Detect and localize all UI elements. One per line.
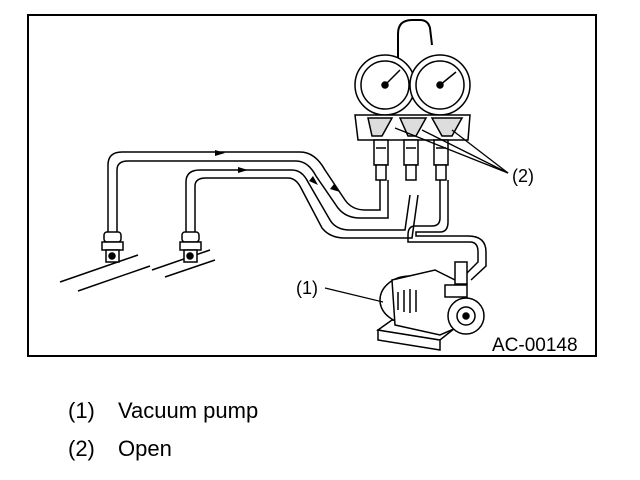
flow-arrows — [215, 150, 340, 192]
legend-item: (2) Open — [68, 436, 172, 462]
floor-lines — [59, 249, 216, 292]
figure-id: AC-00148 — [492, 335, 578, 356]
diagram-figure: (2) (1) AC-00148 — [27, 14, 597, 357]
callout-1-leader — [324, 287, 384, 303]
legend-item: (1) Vacuum pump — [68, 398, 258, 424]
manifold-gauge-set — [354, 19, 471, 181]
callout-2: (2) — [512, 166, 534, 186]
connector-left — [101, 231, 124, 263]
hose-left — [107, 151, 389, 238]
legend-number: (2) — [68, 436, 95, 461]
vacuum-pump — [376, 261, 485, 351]
legend-text: Vacuum pump — [118, 398, 259, 423]
figure-frame — [27, 14, 597, 357]
hose-middle — [185, 169, 419, 239]
legend-text: Open — [118, 436, 172, 461]
legend-number: (1) — [68, 398, 95, 423]
callout-2-leaders — [394, 127, 509, 174]
connector-middle — [179, 231, 202, 263]
callout-1: (1) — [296, 278, 318, 298]
figure-id-box — [490, 332, 594, 354]
hose-pump — [407, 180, 487, 281]
